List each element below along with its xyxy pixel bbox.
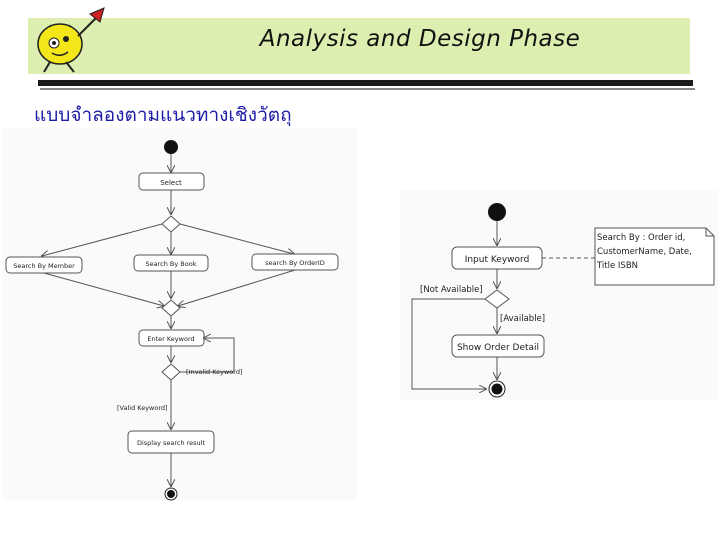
mascot-icon [37, 7, 105, 73]
search-book-label: Search By Book [146, 260, 197, 268]
search-order-label: search By OrderID [265, 259, 324, 267]
page-title: Analysis and Design Phase [259, 26, 581, 52]
show-order-action [451, 334, 545, 358]
note-line-2: CustomerName, Date, [597, 247, 692, 257]
page-subtitle: แบบจำลองตามแนวทางเชิงวัตถุ [34, 104, 292, 126]
title-banner [28, 18, 690, 74]
display-result-label: Display search result [137, 439, 206, 447]
valid-guard-label: [Valid Keyword] [117, 404, 168, 412]
title-divider [38, 80, 693, 86]
not-available-label: [Not Available] [420, 285, 483, 295]
right-start-node [488, 203, 506, 221]
right-end-node [491, 383, 503, 395]
left-start-node [164, 140, 178, 154]
select-label: Select [160, 179, 182, 187]
search-member-label: Search By Member [13, 262, 75, 270]
available-label: [Available] [500, 314, 545, 324]
note-line-3: Title ISBN [596, 261, 638, 271]
search-note [594, 227, 715, 286]
enter-keyword-label: Enter Keyword [147, 335, 194, 343]
input-keyword-label: Input Keyword [465, 255, 530, 265]
invalid-guard-label: [Invalid Keyword] [186, 368, 243, 376]
right-diagram-area [400, 190, 718, 400]
note-line-1: Search By : Order id, [597, 233, 685, 243]
left-end-node [167, 490, 175, 498]
title-divider-shadow [40, 88, 695, 90]
show-order-label: Show Order Detail [457, 343, 539, 353]
